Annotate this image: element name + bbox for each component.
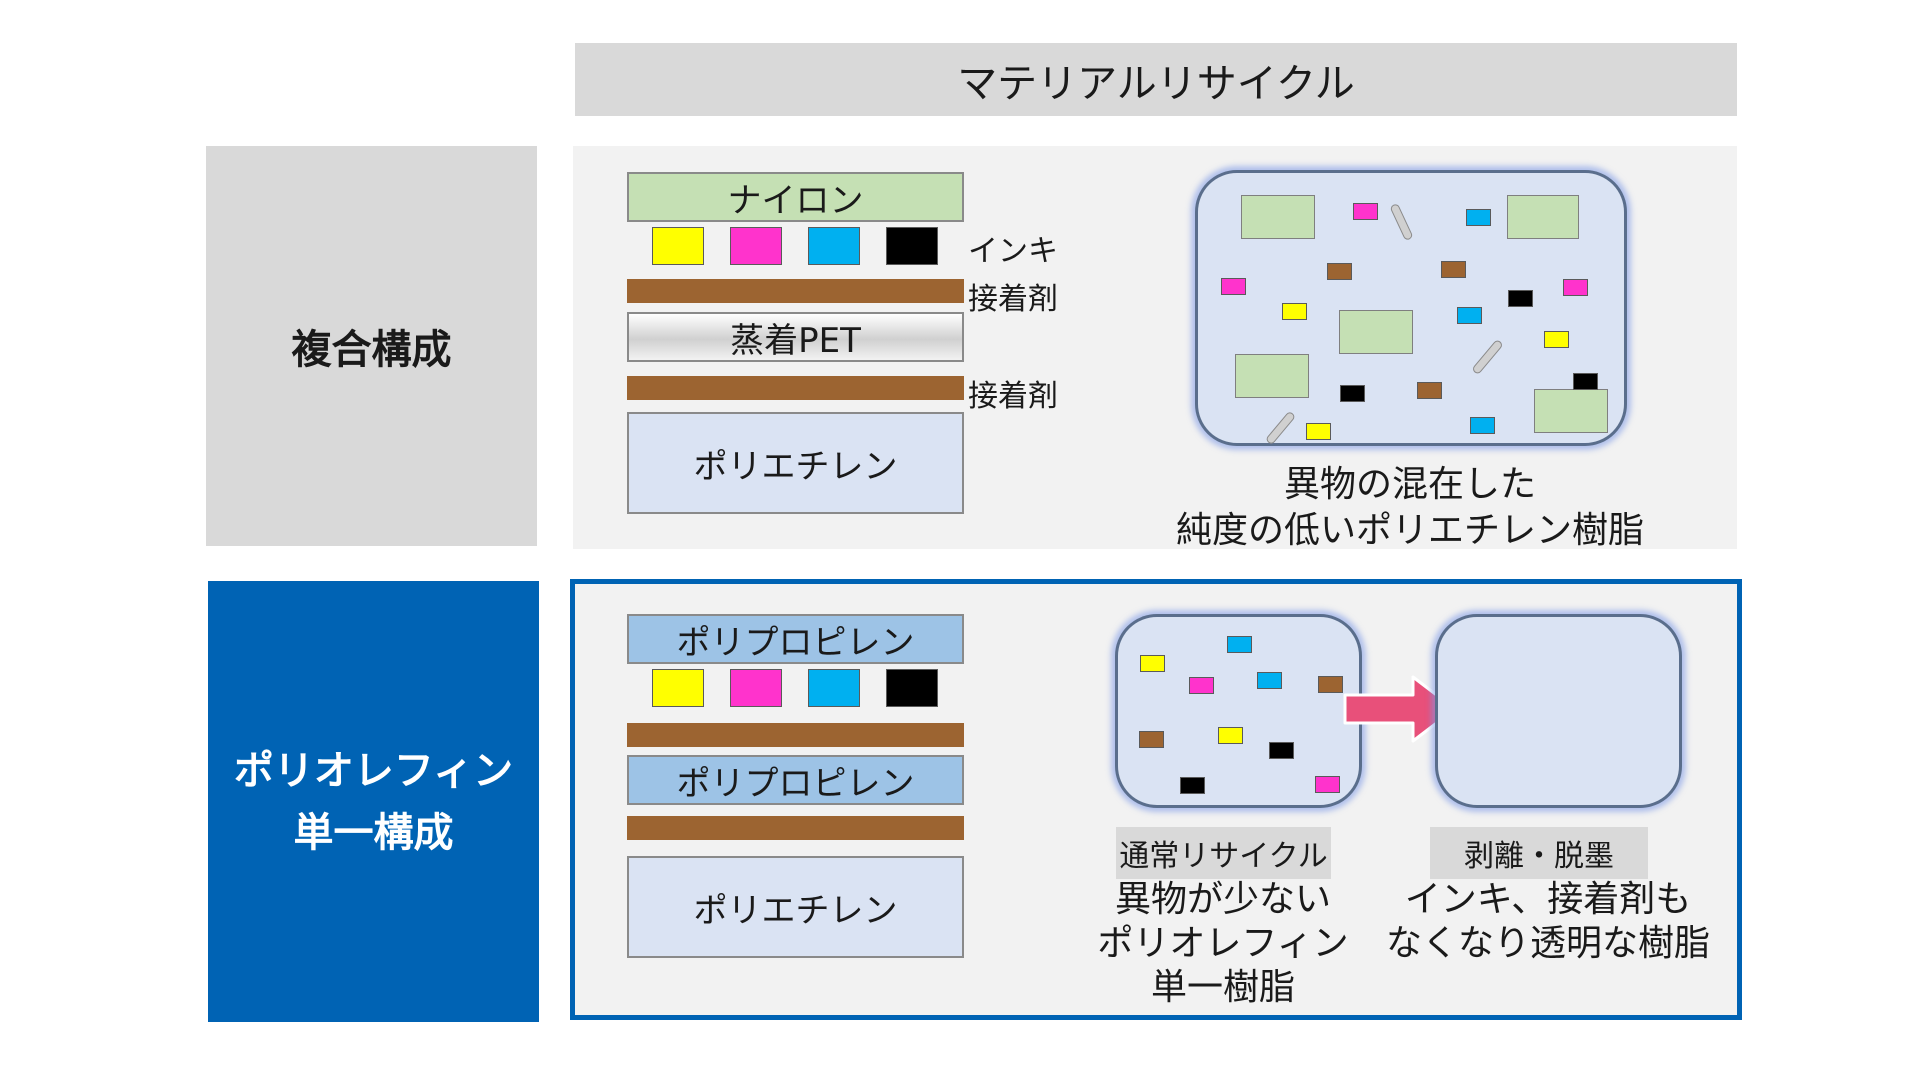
cyan-ink-swatch	[808, 227, 860, 265]
adhesive-fragment	[1417, 382, 1442, 399]
deinking-tag-text: 剥離・脱墨	[1464, 839, 1614, 874]
adhesive-fragment	[1441, 261, 1466, 278]
normal-recycle-tag: 通常リサイクル	[1116, 827, 1331, 879]
yellow-ink-fragment	[1306, 423, 1331, 440]
adhesive-layer-1	[627, 279, 964, 303]
black-ink-fragment	[1269, 742, 1294, 759]
clear-resin-container	[1435, 614, 1682, 808]
nylon-fragment	[1235, 354, 1309, 398]
pet-layer-label: 蒸着PET	[730, 320, 861, 361]
normal-recycle-container	[1115, 614, 1362, 808]
pet-fragment	[1264, 410, 1297, 446]
nylon-layer: ナイロン	[627, 172, 964, 222]
yellow-ink-swatch	[652, 669, 704, 707]
pet-layer: 蒸着PET	[627, 312, 964, 362]
magenta-ink-fragment	[1189, 677, 1214, 694]
header-title-text: マテリアルリサイクル	[957, 60, 1355, 107]
magenta-ink-fragment	[1353, 203, 1378, 220]
magenta-ink-swatch	[730, 669, 782, 707]
cyan-ink-fragment	[1257, 672, 1282, 689]
normal-recycle-caption: 異物が少ない ポリオレフィン 単一樹脂	[1088, 878, 1358, 1010]
ink-label: インキ	[968, 234, 1058, 269]
black-ink-swatch	[886, 669, 938, 707]
polypropylene-layer-2: ポリプロピレン	[627, 755, 964, 805]
row-label-mono: ポリオレフィン 単一構成	[208, 581, 539, 1022]
adhesive-layer-2	[627, 816, 964, 840]
cyan-ink-fragment	[1227, 636, 1252, 653]
pet-fragment	[1471, 338, 1504, 376]
nylon-fragment	[1339, 310, 1413, 354]
polyethylene-layer: ポリエチレン	[627, 856, 964, 958]
yellow-ink-fragment	[1140, 655, 1165, 672]
deinking-caption: インキ、接着剤も なくなり透明な樹脂	[1383, 878, 1713, 966]
polypropylene-layer-2-label: ポリプロピレン	[676, 763, 915, 804]
composite-result-line1: 異物の混在した	[1283, 464, 1536, 505]
cyan-ink-fragment	[1470, 417, 1495, 434]
normal-recycle-line2: ポリオレフィン	[1097, 923, 1349, 964]
nylon-fragment	[1241, 195, 1315, 239]
adhesive-label-2: 接着剤	[968, 379, 1058, 414]
magenta-ink-swatch	[730, 227, 782, 265]
black-ink-fragment	[1340, 385, 1365, 402]
row-label-mono-line1: ポリオレフィン	[233, 747, 514, 794]
normal-recycle-tag-text: 通常リサイクル	[1119, 839, 1328, 874]
cyan-ink-fragment	[1457, 307, 1482, 324]
magenta-ink-fragment	[1563, 279, 1588, 296]
polypropylene-layer-1: ポリプロピレン	[627, 614, 964, 664]
deinking-tag: 剥離・脱墨	[1430, 827, 1648, 879]
magenta-ink-fragment	[1221, 278, 1246, 295]
row-label-mono-line2: 単一構成	[293, 809, 454, 856]
adhesive-fragment	[1318, 676, 1343, 693]
adhesive-fragment	[1327, 263, 1352, 280]
row-label-composite-text: 複合構成	[291, 327, 452, 373]
magenta-ink-fragment	[1315, 776, 1340, 793]
header-title: マテリアルリサイクル	[575, 43, 1737, 116]
nylon-fragment	[1507, 195, 1579, 239]
composite-result-caption: 異物の混在した 純度の低いポリエチレン樹脂	[1140, 462, 1680, 554]
composite-result-line2: 純度の低いポリエチレン樹脂	[1175, 510, 1644, 551]
pet-fragment	[1389, 202, 1414, 242]
polyethylene-layer-label: ポリエチレン	[693, 446, 898, 487]
deinking-line1: インキ、接着剤も	[1404, 879, 1692, 920]
polyethylene-layer-label: ポリエチレン	[693, 890, 898, 931]
normal-recycle-line3: 単一樹脂	[1150, 967, 1295, 1008]
deinking-line2: なくなり透明な樹脂	[1385, 923, 1710, 964]
black-ink-swatch	[886, 227, 938, 265]
cyan-ink-swatch	[808, 669, 860, 707]
yellow-ink-fragment	[1282, 303, 1307, 320]
black-ink-fragment	[1508, 290, 1533, 307]
yellow-ink-fragment	[1218, 727, 1243, 744]
normal-recycle-line1: 異物が少ない	[1114, 879, 1331, 920]
nylon-fragment	[1534, 389, 1608, 433]
adhesive-layer-2	[627, 376, 964, 400]
cyan-ink-fragment	[1466, 209, 1491, 226]
nylon-layer-label: ナイロン	[727, 180, 864, 221]
yellow-ink-swatch	[652, 227, 704, 265]
adhesive-layer-1	[627, 723, 964, 747]
adhesive-fragment	[1139, 731, 1164, 748]
adhesive-label-1: 接着剤	[968, 282, 1058, 317]
polypropylene-layer-1-label: ポリプロピレン	[676, 622, 915, 663]
black-ink-fragment	[1573, 373, 1598, 390]
black-ink-fragment	[1180, 777, 1205, 794]
mixed-resin-container	[1195, 170, 1627, 446]
yellow-ink-fragment	[1544, 331, 1569, 348]
arrow-right-icon	[1343, 675, 1457, 743]
polyethylene-layer: ポリエチレン	[627, 412, 964, 514]
row-label-composite: 複合構成	[206, 146, 537, 546]
